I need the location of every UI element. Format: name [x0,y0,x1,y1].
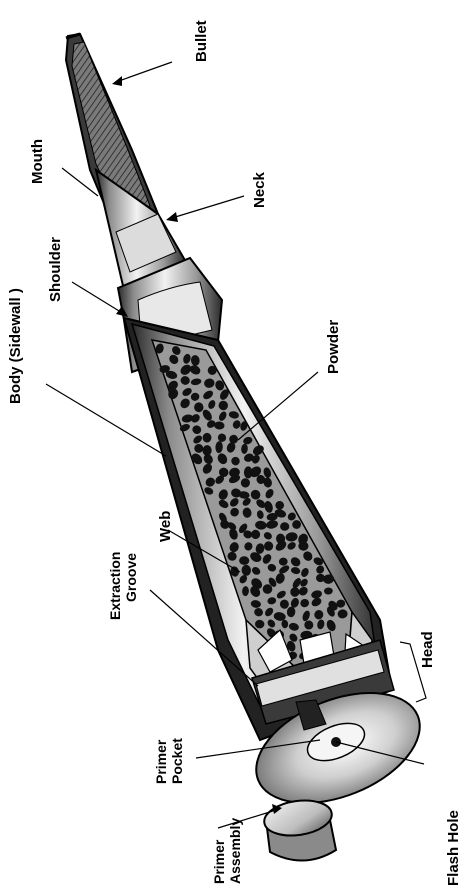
label-extraction-groove-line1: Extraction [107,552,123,620]
label-primer-pocket-line1: Primer [153,739,169,784]
label-neck: Neck [251,171,268,208]
leader-bullet [116,62,172,82]
label-extraction-groove-line2: Groove [123,553,139,602]
label-flash-hole: Flash Hole [445,810,462,886]
label-head: Head [419,631,436,668]
label-primer-assembly-line1: Primer [211,839,227,884]
label-mouth: Mouth [29,139,46,184]
label-shoulder: Shoulder [47,237,64,302]
label-bullet: Bullet [193,20,210,62]
label-primer-pocket-line2: Pocket [169,738,185,784]
label-body: Body (Sidewall ) [7,288,24,404]
leader-shoulder [72,282,124,314]
label-web: Web [157,511,174,542]
leader-neck [172,196,244,218]
label-primer-assembly-line2: Assembly [227,818,243,884]
arrowhead-neck [166,212,178,222]
arrowhead-bullet [112,76,122,86]
label-powder: Powder [325,320,342,374]
